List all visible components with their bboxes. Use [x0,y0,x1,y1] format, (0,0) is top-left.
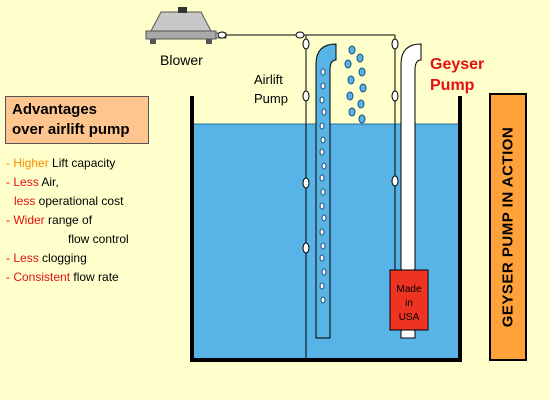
vertical-title-box [489,93,527,361]
advantage-dash: - [6,213,14,227]
advantages-title-line2: over airlift pump [12,121,130,138]
advantage-keyword: Less [13,251,39,265]
advantage-item: - Consistent flow rate [6,268,186,287]
airlift-pump-pipe [315,43,337,339]
air-line [226,34,396,358]
advantage-item: - Wider range of [6,211,186,230]
advantage-keyword: Wider [13,213,45,227]
blower-label: Blower [160,52,203,68]
advantage-item-continuation: flow control [6,230,186,249]
geyser-pump-label-line2: Pump [430,77,475,94]
made-in-line2: in [405,298,413,309]
advantage-text: Lift capacity [48,156,116,170]
advantages-title-line1: Advantages [12,101,98,118]
advantages-list: - Higher Lift capacity - Less Air, less … [6,154,186,287]
advantage-text: clogging [38,251,87,265]
advantage-item-continuation: less operational cost [6,192,186,211]
advantage-keyword: less [14,194,36,208]
advantage-item: - Less Air, [6,173,186,192]
advantages-title-box: Advantages over airlift pump [5,96,149,144]
advantage-item: - Higher Lift capacity [6,154,186,173]
air-line-fittings [217,31,399,254]
advantage-text: operational cost [35,194,124,208]
advantage-keyword: Higher [13,156,49,170]
geyser-pump-label-line1: Geyser [430,56,485,73]
advantage-text: flow control [68,232,129,246]
airlift-pump-label-line2: Pump [254,91,288,106]
made-in-usa-label: Made in USA [390,270,428,330]
advantage-dash: - [6,251,14,265]
advantage-text: Air, [38,175,59,189]
airlift-pump-label-line1: Airlift [254,72,283,87]
vertical-title: GEYSER PUMP IN ACTION [499,126,517,328]
made-in-line3: USA [398,312,420,323]
airlift-discharge-droplets [344,45,367,124]
airlift-bubbles [319,68,327,304]
advantage-dash: - [6,175,14,189]
advantage-keyword: Less [13,175,39,189]
advantage-dash: - [6,270,14,284]
advantage-keyword: Consistent [13,270,71,284]
advantage-dash: - [6,156,14,170]
advantage-text: flow rate [70,270,119,284]
geyser-pump-label: Geyser Pump [430,54,484,96]
geyser-pump-body [389,269,429,331]
blower-icon [145,7,227,44]
made-in-line1: Made [396,284,422,295]
advantage-item: - Less clogging [6,249,186,268]
advantage-text: range of [44,213,93,227]
tank-walls [190,96,462,362]
airlift-pump-label: Airlift Pump [254,70,288,108]
geyser-pump-pipe [400,43,422,339]
